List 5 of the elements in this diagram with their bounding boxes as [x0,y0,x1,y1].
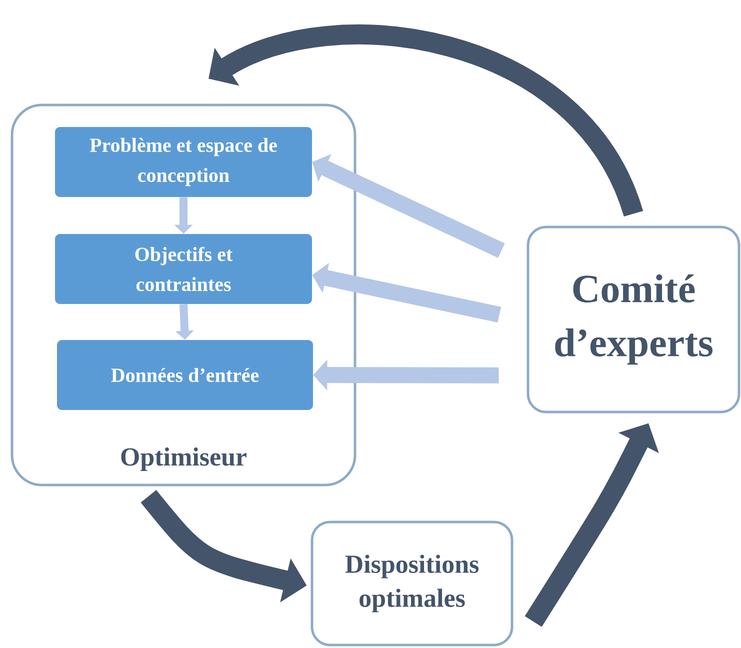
process-box: Objectifs et contraintes [55,234,312,304]
result-box: Dispositions optimales [310,520,514,646]
process-box: Problème et espace de conception [55,127,312,197]
committee-box: Comité d’experts [526,226,740,414]
process-box: Données d’entrée [57,340,313,410]
